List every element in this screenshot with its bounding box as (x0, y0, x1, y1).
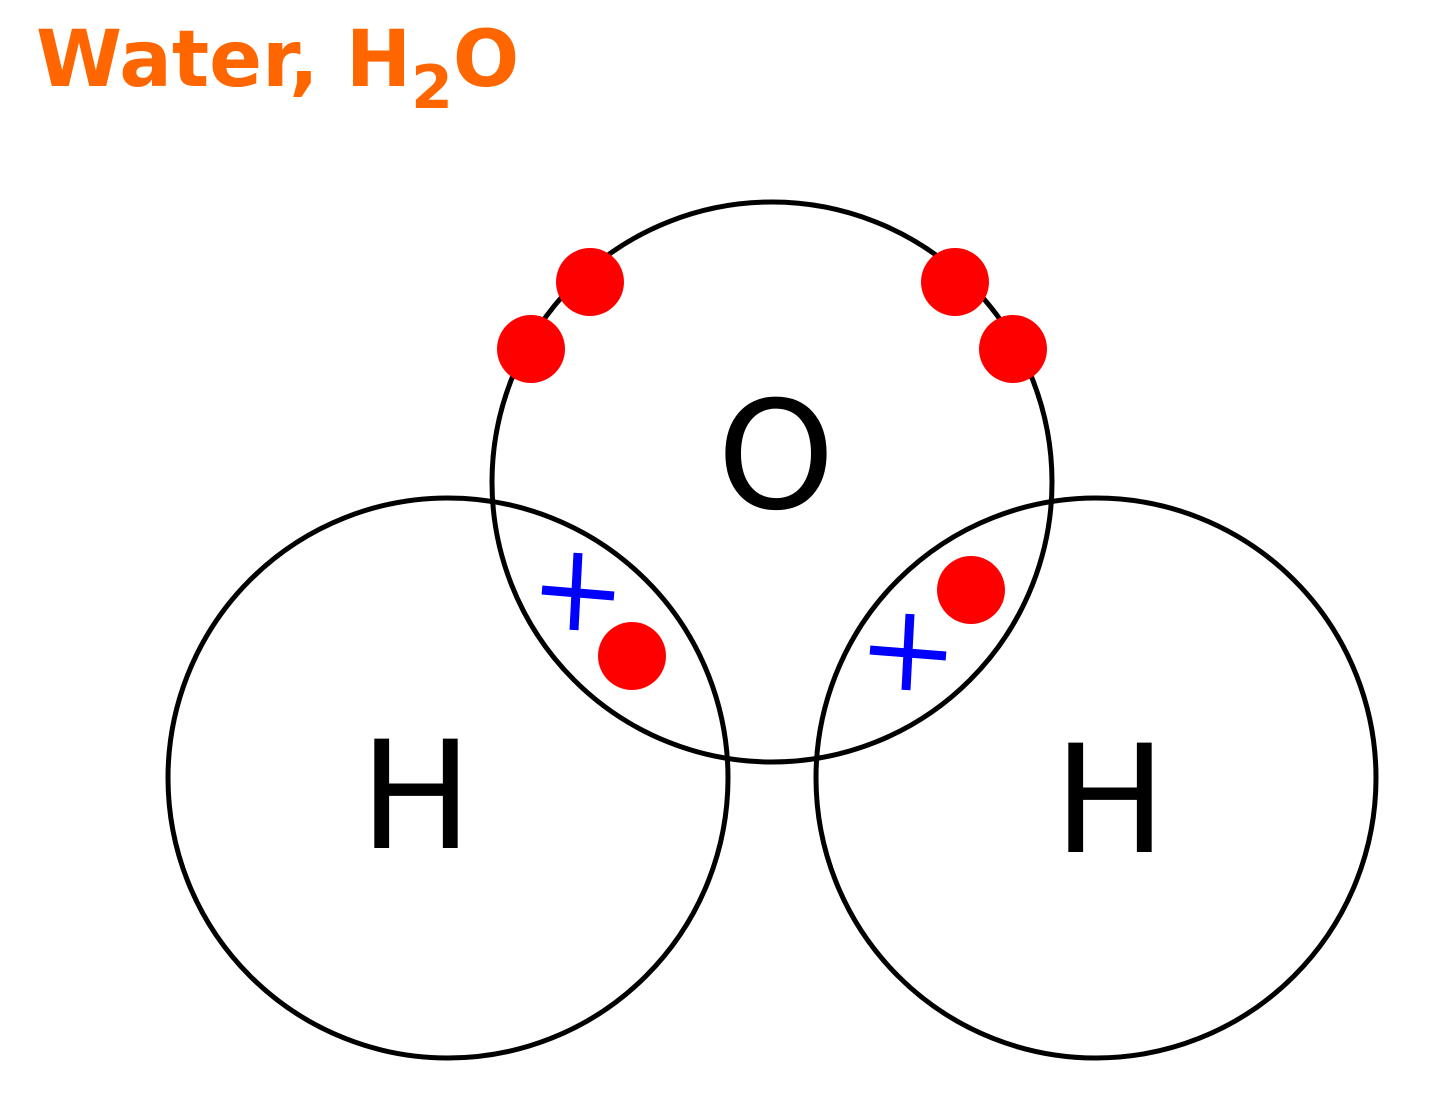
oxygen-electron-dot (979, 315, 1047, 383)
oxygen-electron-dot (921, 248, 989, 316)
hydrogen-electron-cross (869, 613, 947, 691)
oxygen-electron-dot (937, 556, 1005, 624)
hydrogen-right-shell (813, 495, 1379, 1061)
oxygen-electron-dot (497, 315, 565, 383)
title-suffix: O (452, 15, 520, 105)
diagram-title: Water, H2O (36, 15, 520, 118)
oxygen-electron-dot (556, 248, 624, 316)
title-prefix: Water, H (36, 15, 412, 105)
oxygen-symbol: O (717, 370, 835, 544)
title-subscript: 2 (411, 53, 453, 123)
oxygen-electron-dot (598, 622, 666, 690)
hydrogen-electron-cross (541, 552, 615, 631)
oxygen-shell (489, 199, 1055, 765)
hydrogen-left-shell (165, 495, 731, 1061)
hydrogen-left-symbol: H (360, 710, 473, 884)
hydrogen-right-symbol: H (1054, 714, 1167, 888)
